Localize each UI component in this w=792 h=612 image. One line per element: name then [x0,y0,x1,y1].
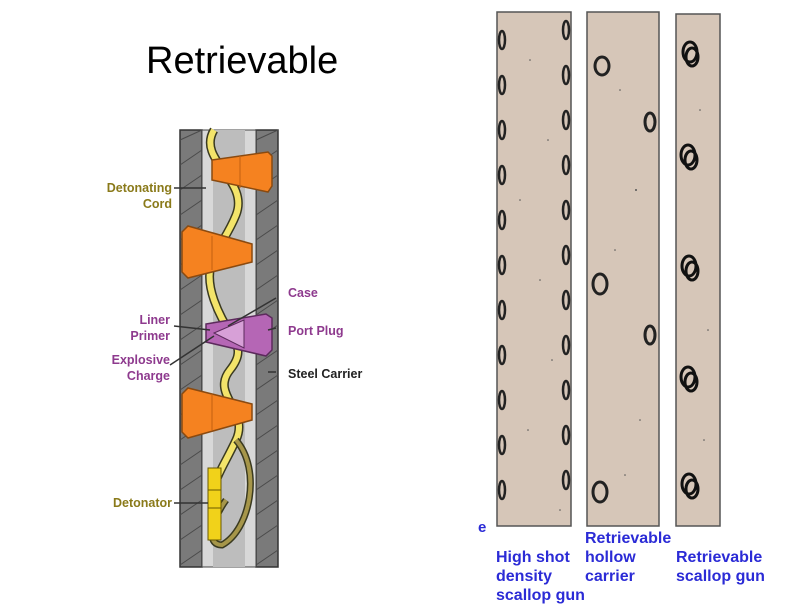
gun-strip-high-shot [496,11,572,527]
caption-high-shot-line1: High shot [496,549,570,566]
caption-scallop-line1: Retrievable [676,549,763,566]
label-liner-line1: Liner [139,313,170,327]
label-detonating-cord-line1: Detonating [106,181,172,195]
label-port-plug: Port Plug [288,324,344,338]
caption-scallop-gun: Retrievable scallop gun [676,548,765,586]
caption-hollow-carrier: Retrievable hollow carrier [585,529,671,586]
label-detonator: Detonator [112,496,172,510]
port-plug-charge [205,313,273,357]
label-steel-carrier: Steel Carrier [288,367,363,381]
caption-high-shot: High shot density scallop gun [496,548,585,605]
leader-lines [169,187,277,504]
photo-edge-char: e [478,519,487,536]
label-detonating-cord-line2: Cord [142,197,172,211]
caption-hollow-line3: carrier [585,568,635,585]
shaped-charge-top [211,151,273,193]
caption-scallop-line2: scallop gun [676,568,765,585]
shaped-charge-upper [181,225,253,279]
gun-photo [496,11,721,527]
photo-speckles [519,59,709,511]
label-case: Case [288,286,318,300]
hollow-carrier-holes [591,55,657,504]
carrier-wall-left [179,129,203,568]
label-detonating-cord: Detonating Cord [96,180,172,212]
shaped-charge-lower [181,387,253,439]
label-explosive-line2: Charge [126,369,170,383]
caption-high-shot-line3: scallop gun [496,587,585,604]
gun-strip-hollow-carrier [586,11,660,527]
gun-cutaway [169,127,279,568]
caption-high-shot-line2: density [496,568,553,585]
caption-hollow-line2: hollow [585,549,636,566]
label-explosive-charge: Explosive Charge [100,352,170,384]
slide-title: Retrievable [146,40,339,82]
scallop-gun-holes [679,40,700,500]
detonator-body [207,467,222,541]
label-liner-primer: Liner Primer [110,312,170,344]
label-explosive-line1: Explosive [111,353,170,367]
caption-hollow-line1: Retrievable [585,530,672,547]
high-shot-scallops [497,19,571,501]
label-liner-line2: Primer [130,329,170,343]
